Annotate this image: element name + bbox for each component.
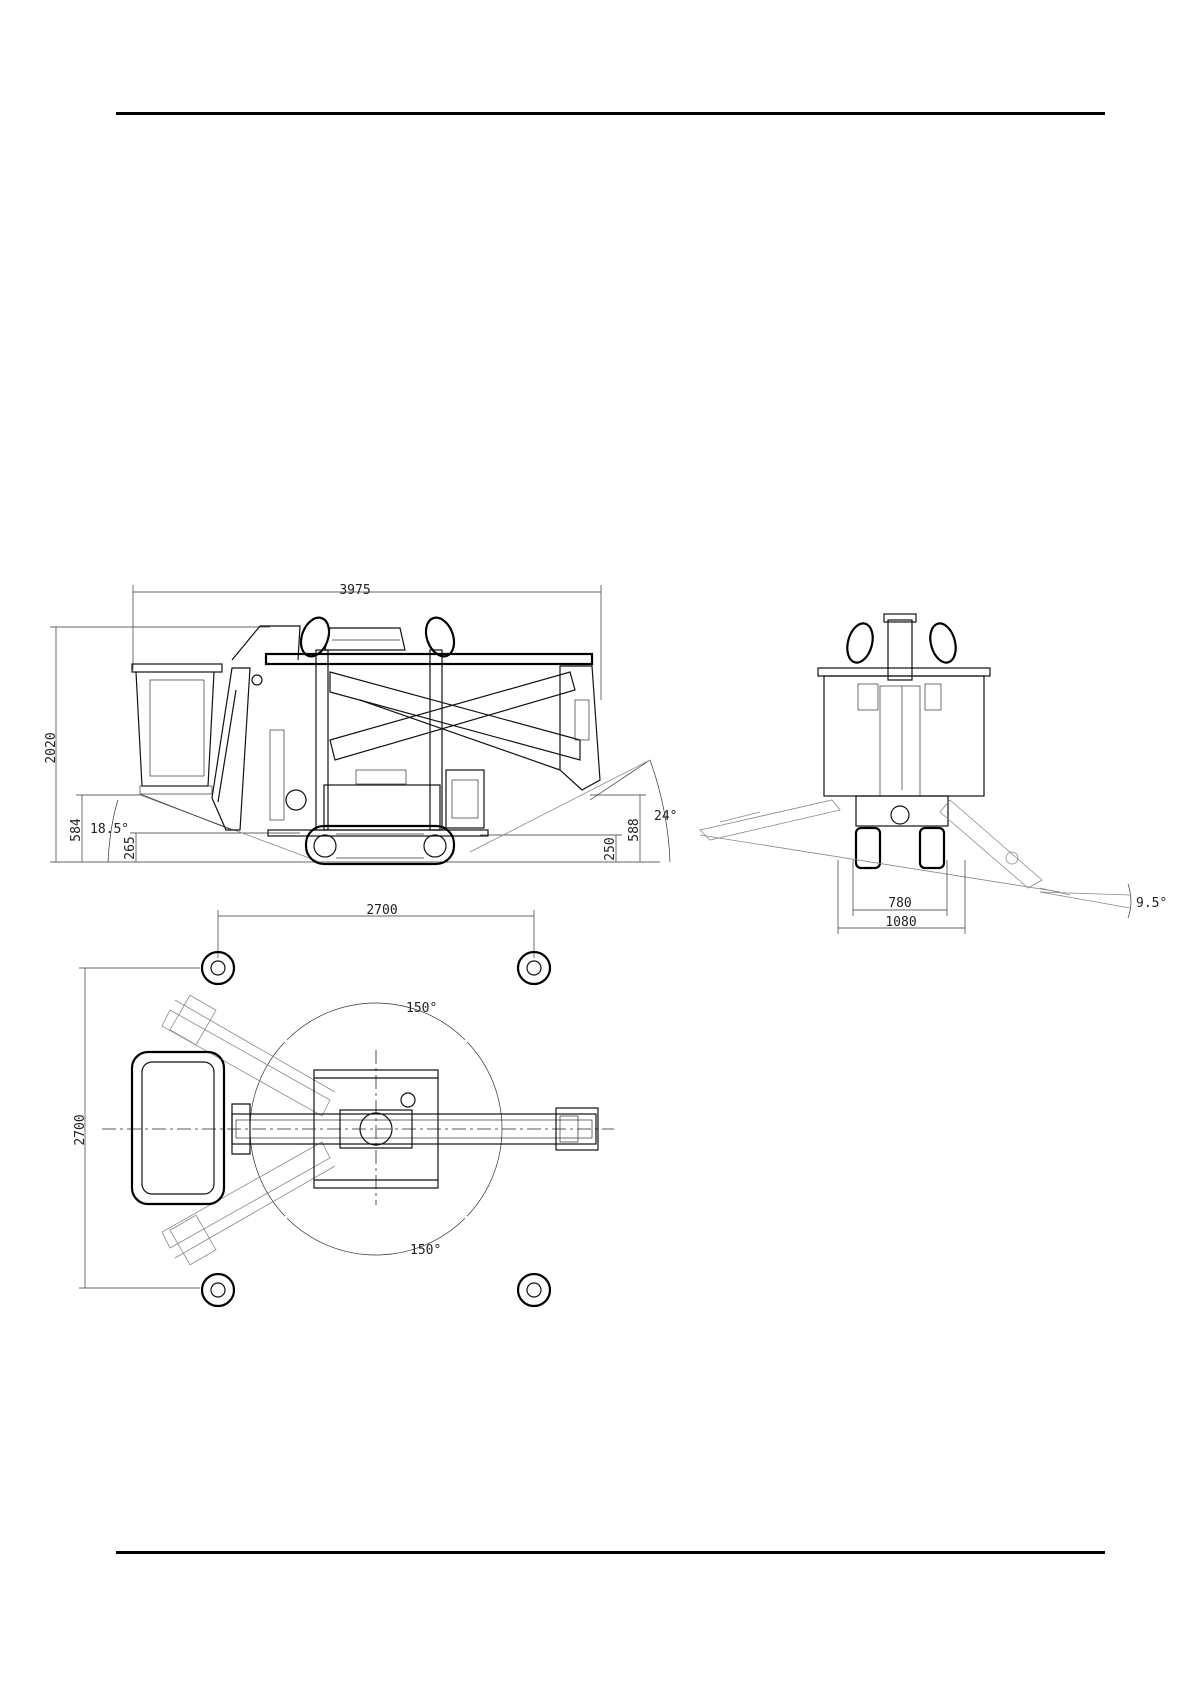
dim-ground-clearance-front: 265: [123, 836, 138, 859]
dim-ground-clearance-rear: 250: [603, 837, 618, 860]
dim-overall-length: 3975: [339, 583, 370, 598]
dim-slew-angle-top: 150°: [406, 1001, 437, 1016]
top-view: 2700 2700 150° 150°: [73, 903, 614, 1306]
dim-track-width: 780: [888, 896, 911, 911]
dim-departure-angle: 24°: [654, 809, 677, 824]
dim-side-angle: 9.5°: [1136, 896, 1167, 911]
side-view: 3975 2020 584 18.5° 265 250 588: [44, 583, 677, 864]
dim-outrigger-span-y: 2700: [73, 1114, 88, 1145]
dim-overall-width: 1080: [885, 915, 916, 930]
front-view: 9.5° 780 1080: [700, 614, 1167, 934]
dim-outrigger-span-x: 2700: [366, 903, 397, 918]
dim-outrigger-height: 584: [69, 818, 84, 842]
dim-overall-height: 2020: [44, 732, 59, 763]
dim-rear-height: 588: [627, 818, 642, 841]
dim-slew-angle-bottom: 150°: [410, 1243, 441, 1258]
dim-approach-angle: 18.5°: [90, 822, 129, 837]
